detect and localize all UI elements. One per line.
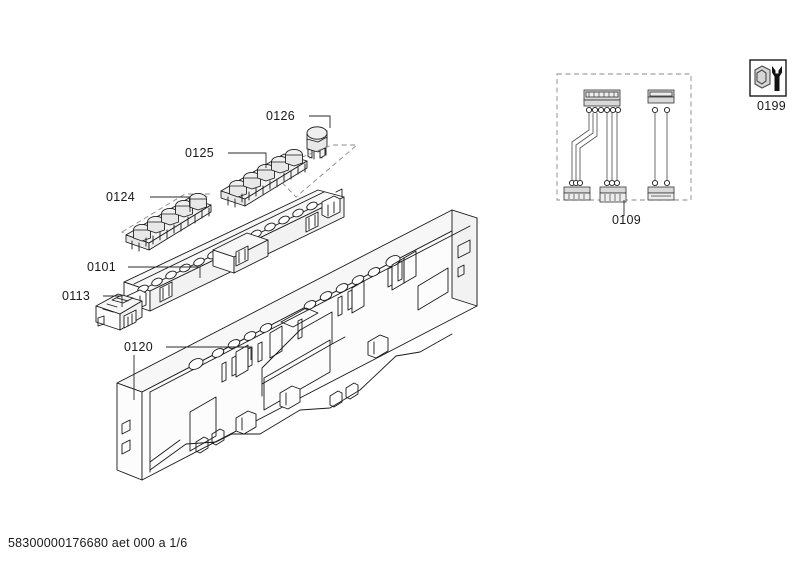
panel-bottom-clips [195, 382, 359, 454]
callout-label-0124: 0124 [106, 190, 135, 204]
harness-ferrules-top [585, 106, 622, 114]
pcb-snap-tabs [159, 211, 319, 303]
button-legs-0124 [131, 207, 210, 252]
callout-label-0113: 0113 [62, 289, 90, 303]
callout-label-0109: 0109 [612, 213, 641, 227]
leader-0120 [166, 346, 252, 360]
panel-pocket-left [189, 396, 217, 452]
leader-0101 [128, 266, 201, 278]
panel-latch-tabs [235, 334, 389, 435]
harness-connector-top [583, 89, 621, 107]
panel-indicator-holes [188, 255, 401, 370]
panel-inner-wall [261, 311, 333, 385]
callout-label-0199: 0199 [757, 99, 786, 113]
front-panel-housing-0120 [116, 209, 478, 481]
callout-label-0125: 0125 [185, 146, 214, 160]
service-tool-icon-group: 0199 [749, 59, 787, 113]
panel-bottom-contour [149, 333, 453, 471]
panel-pocket-middle [263, 339, 331, 411]
button-array-0124 [121, 192, 212, 252]
panel-display-cutout [280, 307, 319, 328]
leader-0125 [228, 152, 267, 168]
panel-pocket-right [417, 267, 449, 311]
single-button-0126 [306, 126, 328, 160]
harness-connector-bottom-left [563, 186, 591, 201]
pcb-display-block [212, 232, 269, 274]
button-caps-0124 [133, 192, 207, 242]
harness-secondary-cable [647, 89, 675, 201]
wrench-icon [772, 66, 782, 91]
button-array-0125 [220, 144, 359, 208]
panel-left-slots [121, 419, 131, 455]
button-legs-0125 [227, 163, 306, 208]
panel-side-slots [457, 239, 471, 278]
pcb-indicator-windows [137, 201, 318, 294]
button-caps-0125 [229, 148, 303, 198]
harness-connector-bottom-right [599, 186, 627, 203]
harness-group-0109 [556, 73, 692, 203]
leader-0126 [309, 115, 331, 128]
switch-block-0113 [95, 293, 143, 331]
callout-label-0120: 0120 [124, 340, 153, 354]
control-pcb-0101 [123, 188, 345, 312]
document-footer-code: 58300000176680 aet 000 a 1/6 [8, 536, 188, 550]
callout-label-0126: 0126 [266, 109, 295, 123]
pcb-end-bracket [321, 188, 343, 219]
leader-0113 [103, 295, 123, 307]
leader-0124 [150, 196, 191, 212]
callout-label-0101: 0101 [87, 260, 116, 274]
button-array-0125-dashed-box [269, 144, 359, 198]
nut-bore-icon [756, 69, 767, 85]
